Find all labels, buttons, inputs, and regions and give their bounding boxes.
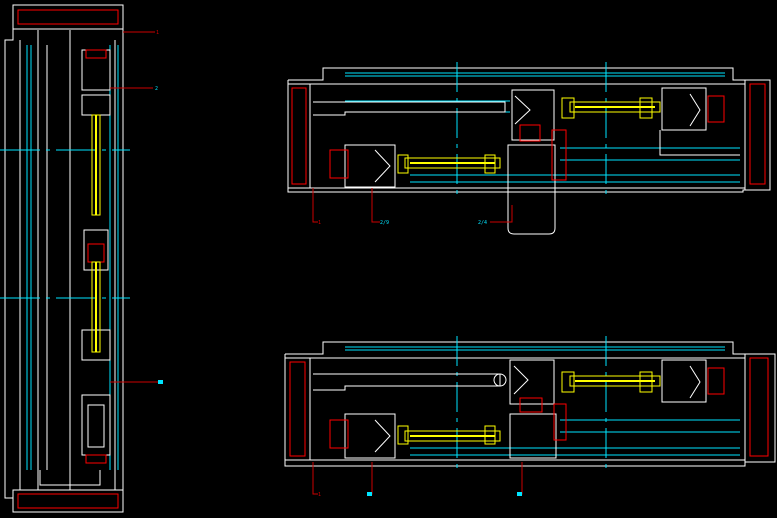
sill-step (39, 470, 101, 486)
callout-left-1: 1 (156, 30, 159, 36)
horizontal-section-top (287, 62, 771, 235)
callout-bottom-1: 1 (318, 492, 321, 498)
sash-seal-top (85, 49, 107, 59)
leader-top-1 (312, 188, 318, 223)
left-sash-glazing (404, 157, 501, 169)
left-sash-seal (329, 149, 349, 179)
callout-left-3-marker (158, 380, 163, 384)
b-left-bead-r (484, 425, 496, 445)
b-left-sash-box (344, 413, 396, 459)
b-right-sash-glazing (569, 375, 661, 387)
b-interlock-brush (553, 403, 567, 441)
vertical-section-detail (0, 4, 130, 513)
leader-bottom-1 (312, 462, 318, 495)
b-right-sash-arrow (689, 365, 701, 399)
b-interlock-lower (509, 413, 557, 459)
b-left-jamb-seal (289, 361, 306, 457)
sash-seal-bottom (85, 454, 107, 464)
b-right-sash-seal (707, 367, 725, 395)
right-jamb (744, 79, 771, 191)
leader-top-2 (371, 188, 380, 223)
b-left-sash-glazing (404, 430, 501, 442)
left-sash-arrow (374, 149, 391, 183)
callout-bottom-2-marker (367, 492, 372, 496)
right-sash-arrow (689, 93, 701, 127)
b-interlock-arrow (513, 365, 529, 395)
b-right-jamb (744, 353, 776, 463)
right-sash-tube (659, 130, 740, 156)
horizontal-section-bottom (284, 336, 776, 472)
left-sash-box (344, 144, 396, 188)
left-leaders (110, 31, 158, 383)
leader-top-3 (490, 205, 513, 223)
b-interlock-upper (509, 359, 555, 405)
b-right-jamb-seal (749, 357, 769, 457)
right-sash-seal (707, 95, 725, 123)
right-sash-box (661, 87, 707, 131)
right-sash-bead-r (639, 97, 653, 119)
head-profile-seal (17, 9, 119, 25)
b-right-bead-l (561, 371, 575, 393)
callout-bottom-3-marker (517, 492, 522, 496)
callout-top-1: 1 (318, 220, 321, 226)
sill-profile-seal (17, 493, 119, 509)
b-roller (493, 373, 507, 387)
interlock-lower-tube (507, 144, 556, 235)
interlock-seal (519, 124, 541, 142)
left-sash-tube (313, 101, 506, 116)
b-left-bead-l (397, 425, 409, 445)
right-jamb-seal (749, 83, 766, 185)
left-sash-bead-l (397, 154, 409, 174)
interlock-brush (551, 129, 567, 181)
left-jamb-seal (291, 87, 307, 185)
callout-top-3: 2/4 (478, 220, 487, 226)
b-right-sash-box (661, 359, 707, 403)
b-right-bead-r (639, 371, 653, 393)
b-left-sash-tube (313, 373, 501, 391)
b-interlock-seal (519, 397, 543, 413)
top-leaders (312, 188, 513, 223)
b-left-sash-seal (329, 419, 349, 449)
head-profile-outer (12, 4, 124, 30)
b-left-jamb (284, 357, 311, 461)
interlock-upper-box (511, 89, 555, 141)
left-sash-bead-r (484, 154, 496, 174)
callout-left-2: 2 (155, 86, 158, 92)
sash-bottom-inner (87, 404, 105, 448)
sill-profile-outer (12, 489, 124, 513)
left-jamb (287, 83, 311, 189)
right-sash-glazing (569, 101, 661, 113)
b-left-sash-arrow (374, 419, 391, 453)
callout-top-2: 2/9 (380, 220, 389, 226)
interlock-arrow (514, 95, 531, 125)
right-sash-bead-l (561, 97, 575, 119)
